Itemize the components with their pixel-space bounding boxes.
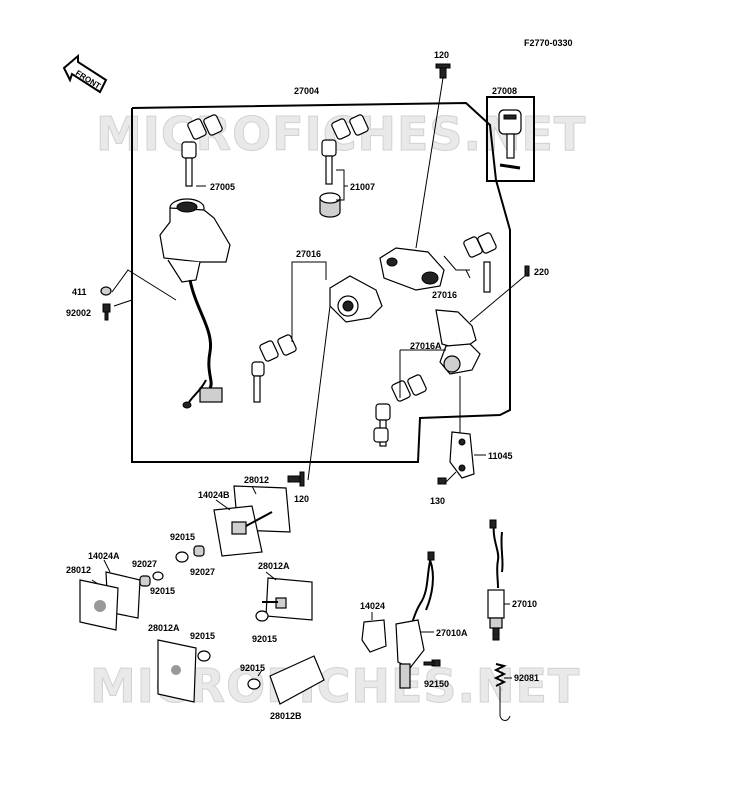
label-14024A: 14024A: [88, 551, 120, 561]
drawing-code: F2770-0330: [524, 38, 573, 48]
label-14024B: 14024B: [198, 490, 230, 500]
label-21007: 21007: [350, 182, 375, 192]
bolt-120-bottom-icon: [287, 471, 305, 487]
reflector-28012-center: [213, 485, 291, 557]
front-arrow-icon: FRONT: [62, 53, 108, 94]
spacer-92027-b-icon: [139, 575, 151, 587]
bolt-92002-icon: [102, 303, 111, 321]
lock-27016-left: [251, 275, 383, 403]
label-92015-b: 92015: [150, 586, 175, 596]
key-tag-box-27008: [486, 96, 535, 182]
washer-411-icon: [100, 286, 112, 296]
spacer-92027-a-icon: [193, 545, 205, 557]
label-28012B: 28012B: [270, 711, 302, 721]
label-27008: 27008: [492, 86, 517, 96]
label-27005: 27005: [210, 182, 235, 192]
bolt-120-top-icon: [435, 63, 451, 79]
label-92002: 92002: [66, 308, 91, 318]
key-set-21007: [319, 114, 369, 218]
label-28012A-right: 28012A: [258, 561, 290, 571]
label-411: 411: [72, 287, 87, 297]
bracket-11045: [449, 431, 475, 479]
bolt-130-icon: [437, 477, 447, 485]
bolt-92150-icon: [423, 659, 441, 667]
bolt-220-icon: [524, 265, 530, 277]
nut-92015-a-icon: [175, 551, 189, 563]
label-92150: 92150: [424, 679, 449, 689]
label-11045: 11045: [488, 451, 513, 461]
label-130: 130: [430, 496, 445, 506]
label-92081: 92081: [514, 673, 539, 683]
key-blank-27008-icon: [498, 109, 522, 170]
label-27004: 27004: [294, 86, 319, 96]
reflector-28012A-right: [262, 577, 313, 621]
label-28012-center: 28012: [244, 475, 269, 485]
nut-92015-e-icon: [247, 678, 261, 690]
label-27010A: 27010A: [436, 628, 468, 638]
label-27016-right: 27016: [432, 290, 457, 300]
label-27010: 27010: [512, 599, 537, 609]
lock-27016-right: [379, 232, 497, 293]
label-92015-e: 92015: [240, 663, 265, 673]
label-120-bottom: 120: [294, 494, 309, 504]
label-28012-left: 28012: [66, 565, 91, 575]
reflector-28012A-left: [157, 639, 197, 703]
label-92027-b: 92027: [132, 559, 157, 569]
label-120-top: 120: [434, 50, 449, 60]
lock-27016A: [373, 309, 481, 447]
reflector-28012-left: [79, 571, 141, 631]
label-92027-a: 92027: [190, 567, 215, 577]
reflector-28012B: [269, 655, 325, 705]
switch-27010A: [361, 551, 435, 689]
nut-92015-b-icon: [152, 571, 164, 581]
label-27016A: 27016A: [410, 341, 442, 351]
switch-27010: [487, 519, 505, 641]
label-92015-d: 92015: [190, 631, 215, 641]
label-92015-a: 92015: [170, 532, 195, 542]
label-220: 220: [534, 267, 549, 277]
spring-92081-icon: [493, 663, 511, 721]
label-27016-left: 27016: [296, 249, 321, 259]
nut-92015-c-icon: [255, 610, 269, 622]
label-28012A-left: 28012A: [148, 623, 180, 633]
label-92015-c: 92015: [252, 634, 277, 644]
ignition-switch-27005: [159, 114, 231, 409]
set-outline-27004: [131, 101, 511, 463]
label-14024: 14024: [360, 601, 385, 611]
nut-92015-d-icon: [197, 650, 211, 662]
